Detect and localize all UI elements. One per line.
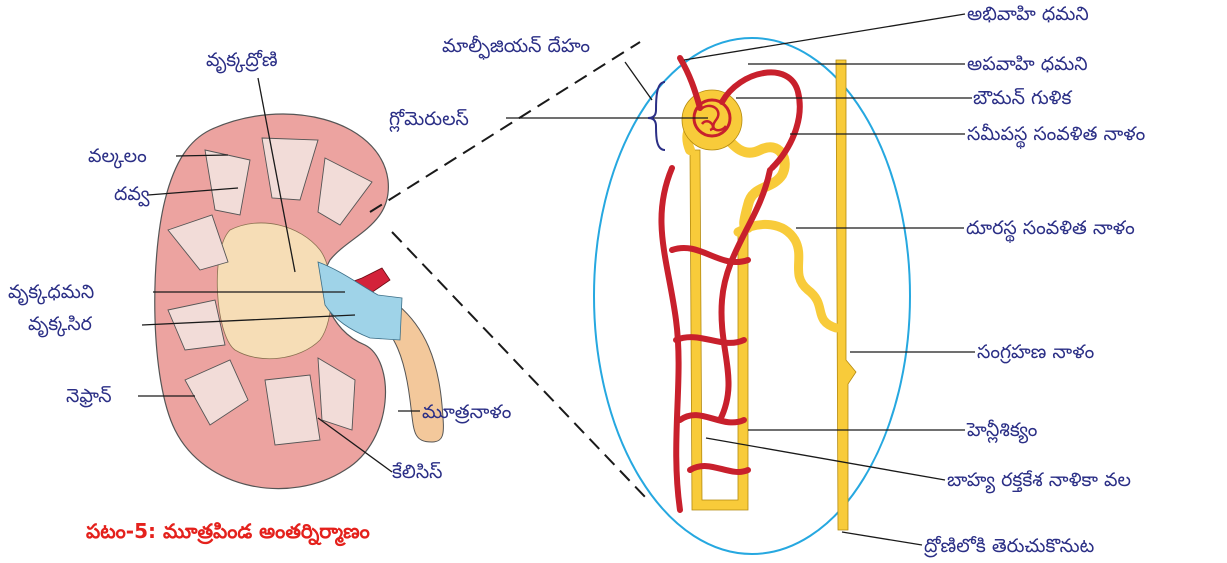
label-glomerulus: గ్లోమెరులస్ <box>389 108 469 133</box>
label-nephron: నెఫ్రాన్ <box>66 385 112 408</box>
leader-malpighian-body <box>625 62 652 100</box>
label-calyces: కేలిసిస్ <box>392 461 443 483</box>
malpighian-brace <box>648 82 665 150</box>
label-renal-pelvis: వృక్కద్రోణి <box>206 49 278 74</box>
label-renal-artery: వృక్కధమని <box>8 281 94 306</box>
label-pct: సమీపస్థ సంవళిత నాళం <box>967 123 1145 149</box>
pyramid-7 <box>265 375 320 445</box>
label-afferent-arteriole: అభివాహి ధమని <box>967 3 1089 25</box>
label-peritubular-capillaries: బాహ్య రక్తకేశ నాళికా వల <box>947 469 1131 494</box>
label-malpighian-body: మాల్ఫీజియన్ దేహం <box>442 35 590 60</box>
label-dct: దూరస్థ సంవళిత నాళం <box>966 217 1135 243</box>
label-medulla: దవ్వ <box>114 183 150 207</box>
dct-shape <box>738 224 836 328</box>
collecting-duct-shape <box>836 60 856 530</box>
leader-opening <box>842 532 922 545</box>
label-bowman-capsule: బౌమన్ గుళిక <box>973 87 1072 109</box>
renal-pelvis-shape <box>217 223 331 359</box>
label-opening-to-pelvis: ద్రోణిలోకి తెరుచుకొనుట <box>923 535 1094 558</box>
label-collecting-duct: సంగ్రహణ నాళం <box>977 341 1094 364</box>
leader-afferent <box>684 14 965 60</box>
label-cortex: వల్కలం <box>88 145 147 169</box>
loop-of-henle-shape <box>690 150 748 510</box>
figure-caption: పటం-5: మూత్రపిండ అంతర్నిర్మాణం <box>86 519 370 547</box>
label-ureter: మూత్రనాళం <box>422 401 511 424</box>
capillary-4 <box>676 337 744 343</box>
kidney-figure <box>155 114 444 489</box>
capillary-5 <box>680 415 744 422</box>
nephron-labels: మాల్ఫీజియన్ దేహం గ్లోమెరులస్ అభివాహి ధమన… <box>389 3 1145 558</box>
label-renal-vein: వృక్కసిర <box>28 313 93 338</box>
label-efferent-arteriole: అపవాహి ధమని <box>967 53 1088 75</box>
nephron-ellipse <box>594 38 910 554</box>
label-loop-of-henle: హెన్లీశిక్యం <box>966 419 1037 444</box>
